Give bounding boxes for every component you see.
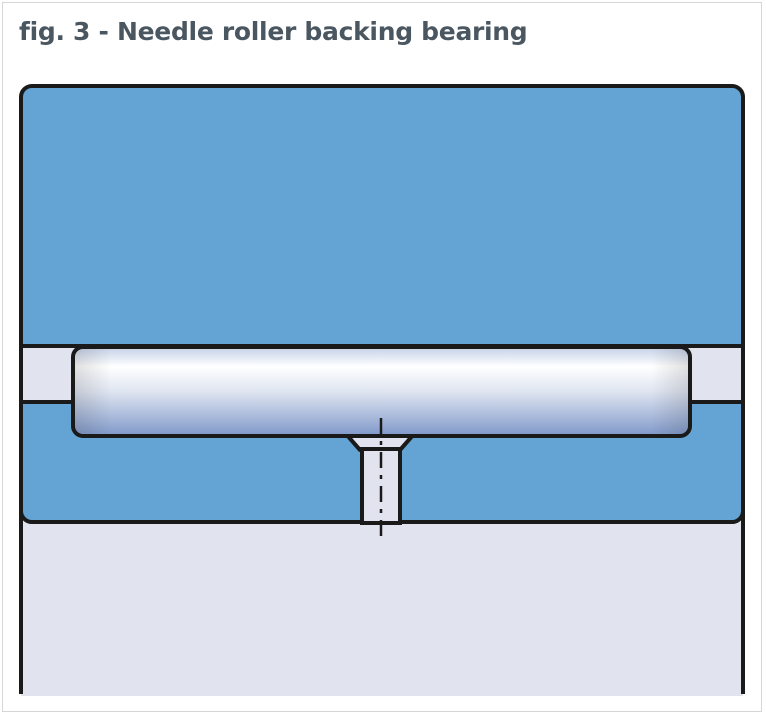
figure-title: fig. 3 - Needle roller backing bearing [19,17,528,46]
needle-roller-shading [75,349,688,434]
